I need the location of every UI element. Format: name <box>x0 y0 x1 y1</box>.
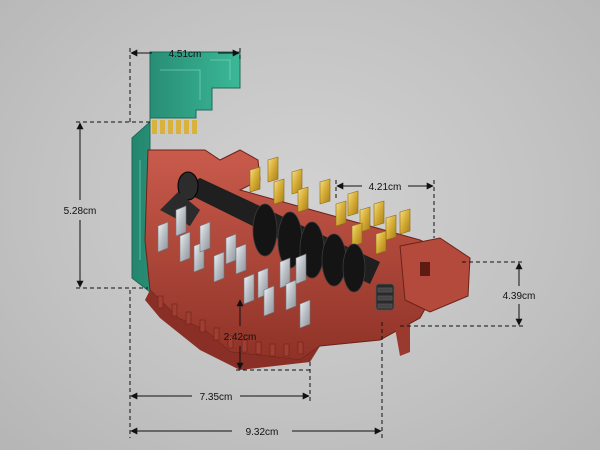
dim-label-bottom-total: 9.32cm <box>246 427 279 438</box>
silver-terminals <box>157 205 311 329</box>
gold-terminals <box>249 156 411 255</box>
dim-label-right-height: 4.39cm <box>503 291 536 302</box>
housing-ribs <box>157 295 304 357</box>
dim-label-bottom-inner: 7.35cm <box>200 392 233 403</box>
pcb-gold-fingers <box>152 120 197 134</box>
dim-label-top-width: 4.51cm <box>169 49 202 60</box>
end-cap-slot <box>420 262 430 276</box>
pcb-board <box>131 51 241 294</box>
pcb-traces <box>139 59 231 260</box>
bottom-pin <box>395 324 410 356</box>
dimension-annotations <box>76 48 524 438</box>
switch-component <box>131 51 471 370</box>
housing-end-cap <box>399 237 471 313</box>
shaft-gear <box>375 283 395 311</box>
housing-front-face <box>145 290 320 370</box>
dim-label-left-height: 5.28cm <box>64 206 97 217</box>
dim-label-small-height: 2.42cm <box>224 332 257 343</box>
dim-label-mid-width: 4.21cm <box>369 182 402 193</box>
dimension-labels: 4.51cm 5.28cm 4.21cm 4.39cm 2.42cm 7.35c… <box>64 49 536 438</box>
